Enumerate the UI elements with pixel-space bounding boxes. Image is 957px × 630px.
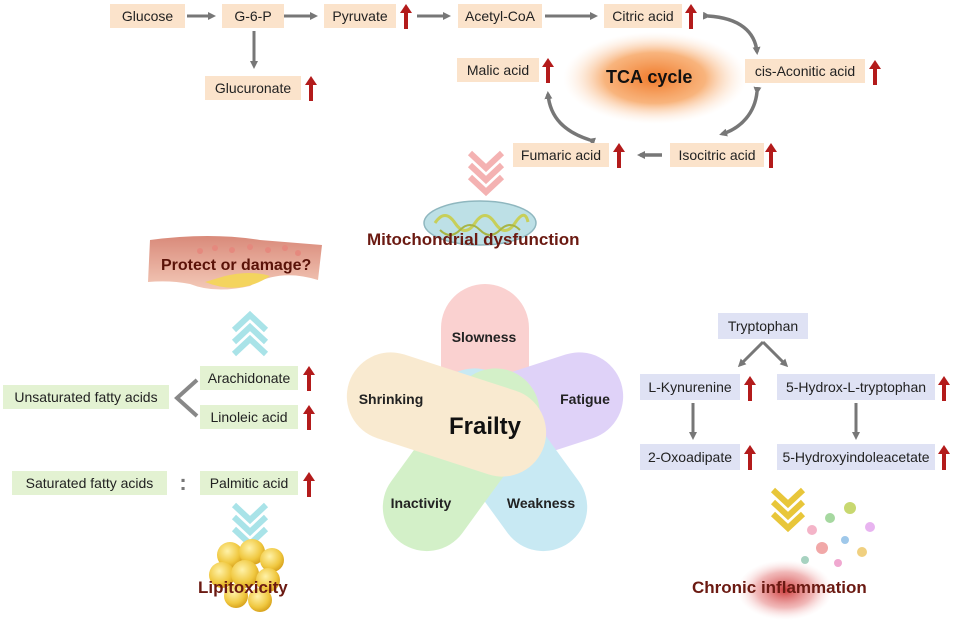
saturated-fatty-acids-box: Saturated fatty acids [12, 471, 167, 495]
up-arrow-fumaric [613, 143, 625, 168]
unsaturated-fatty-acids-box: Unsaturated fatty acids [3, 385, 169, 409]
inflammation-particles-icon [801, 502, 875, 567]
mitochondrion-icon [423, 200, 537, 246]
fumaric-acid-box: Fumaric acid [513, 143, 609, 167]
petal-label-slowness: Slowness [451, 329, 517, 345]
arachidonate-box: Arachidonate [200, 366, 298, 390]
up-arrow-kynurenine [744, 376, 756, 401]
l-kynurenine-box: L-Kynurenine [640, 374, 740, 400]
up-arrow-palmitic [303, 472, 315, 497]
up-arrow-hiaa [938, 445, 950, 470]
up-arrow-oxoadipate [744, 445, 756, 470]
up-arrow-pyruvate [400, 4, 412, 29]
palmitic-acid-box: Palmitic acid [200, 471, 298, 495]
arrow-cisaconitic-isocitric [719, 86, 762, 137]
linoleic-acid-box: Linoleic acid [200, 405, 298, 429]
pyruvate-box: Pyruvate [324, 4, 396, 28]
tca-glow [563, 32, 747, 124]
lipid-droplets-icon [209, 539, 284, 612]
citric-acid-box: Citric acid [604, 4, 682, 28]
up-arrow-linoleic [303, 405, 315, 430]
saturated-colon: : [179, 470, 187, 495]
up-arrow-htp [938, 376, 950, 401]
chevrons-down-lipid [231, 502, 269, 549]
glucuronate-box: Glucuronate [205, 76, 301, 100]
glycolysis-arrows [187, 12, 598, 69]
tca-cycle-label: TCA cycle [606, 67, 693, 87]
mitochondrial-dysfunction-title: Mitochondrial dysfunction [367, 230, 580, 249]
malic-acid-box: Malic acid [457, 58, 539, 82]
acetyl-coa-box: Acetyl-CoA [458, 4, 542, 28]
up-arrow-isocitric [765, 143, 777, 168]
tca-arrows [544, 11, 762, 159]
chevrons-up-vessel [231, 310, 269, 357]
petal-label-inactivity: Inactivity [390, 495, 452, 511]
up-arrow-cisaconitic [869, 60, 881, 85]
up-arrow-glucuronate [305, 76, 317, 101]
chevrons-inflammation [770, 487, 806, 533]
up-arrows [303, 4, 950, 497]
arrow-fumaric-malic [544, 91, 596, 146]
lipitoxicity-title: Lipitoxicity [198, 578, 288, 597]
g6p-box: G-6-P [222, 4, 284, 28]
arrow-trp-htp [761, 340, 789, 368]
isocitric-acid-box: Isocitric acid [670, 143, 764, 167]
up-arrow-citric [685, 4, 697, 29]
5-hydroxyindoleacetate-box: 5-Hydroxyindoleacetate [777, 444, 935, 470]
5-hydrox-l-tryptophan-box: 5-Hydrox-L-tryptophan [777, 374, 935, 400]
cis-aconitic-acid-box: cis-Aconitic acid [745, 59, 865, 83]
bracket-unsaturated [174, 378, 199, 418]
glucose-box: Glucose [110, 4, 185, 28]
frailty-petals [346, 284, 624, 552]
frailty-center-label: Frailty [448, 413, 522, 440]
chevrons-mito [467, 150, 505, 197]
petal-label-weakness: Weakness [506, 495, 576, 511]
2-oxoadipate-box: 2-Oxoadipate [640, 444, 740, 470]
arrow-trp-kynurenine [737, 340, 765, 368]
up-arrow-malic [542, 58, 554, 83]
up-arrow-arachidonate [303, 366, 315, 391]
blood-vessel-icon [148, 236, 322, 290]
inflammation-glow [737, 560, 833, 620]
tryptophan-arrows [689, 340, 860, 440]
petal-label-shrinking: Shrinking [358, 391, 424, 407]
chronic-inflammation-title: Chronic inflammation [692, 578, 867, 597]
petal-label-fatigue: Fatigue [560, 391, 610, 407]
arrow-citric-cisaconitic [702, 11, 761, 55]
tryptophan-box: Tryptophan [718, 313, 808, 339]
protect-or-damage-title: Protect or damage? [161, 257, 312, 274]
petal-shrinking [346, 352, 547, 477]
